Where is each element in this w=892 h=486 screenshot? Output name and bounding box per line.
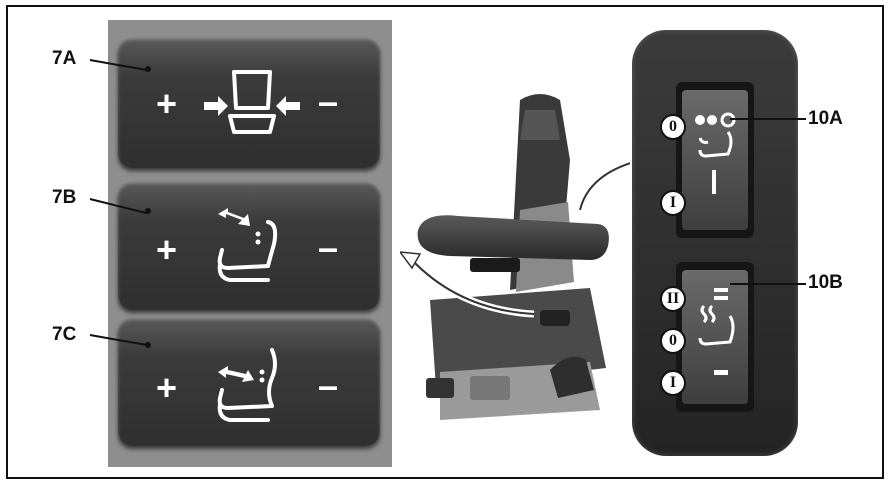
position-marker-10b-0: 0 [660,328,686,354]
position-marker-10b-I: I [660,370,686,396]
callout-10a: 10A [808,108,843,130]
rocker-switch-7c[interactable]: + – [118,318,380,446]
figure-frame-bottom [6,477,884,479]
leader-dot-7c [145,342,151,348]
position-marker-10b-II: II [660,286,686,312]
plus-symbol: + [156,232,177,268]
rocker-switch-7b[interactable]: + – [118,182,380,310]
callout-7c: 7C [52,324,76,346]
callout-7a: 7A [52,48,76,70]
rocker-switch-10a[interactable] [676,82,754,238]
position-marker-10a-0: 0 [660,114,686,140]
minus-symbol: – [318,84,338,120]
switch-face-10b [682,270,748,404]
leader-line-10b [730,283,806,285]
minus-symbol: – [318,230,338,266]
plus-symbol: + [156,86,177,122]
callout-7b: 7B [52,187,76,209]
switch-face-10a [682,90,748,230]
seat-width-icon [202,64,302,144]
leader-dot-7b [145,208,151,214]
plus-symbol: + [156,370,177,406]
leader-line-10a [730,118,806,120]
operator-seat-illustration [400,80,630,430]
callout-10b: 10B [808,272,843,294]
lumbar-support-icon [212,342,292,426]
leader-dot-7a [145,66,151,72]
rocker-switch-10b[interactable] [676,262,754,412]
backrest-bolster-icon [212,204,292,288]
minus-symbol: – [318,368,338,404]
seat-ventilation-icon [690,108,740,218]
seat-heating-icon [690,282,740,392]
position-marker-10a-I: I [660,190,686,216]
rocker-switch-7a[interactable]: + – [118,38,380,168]
